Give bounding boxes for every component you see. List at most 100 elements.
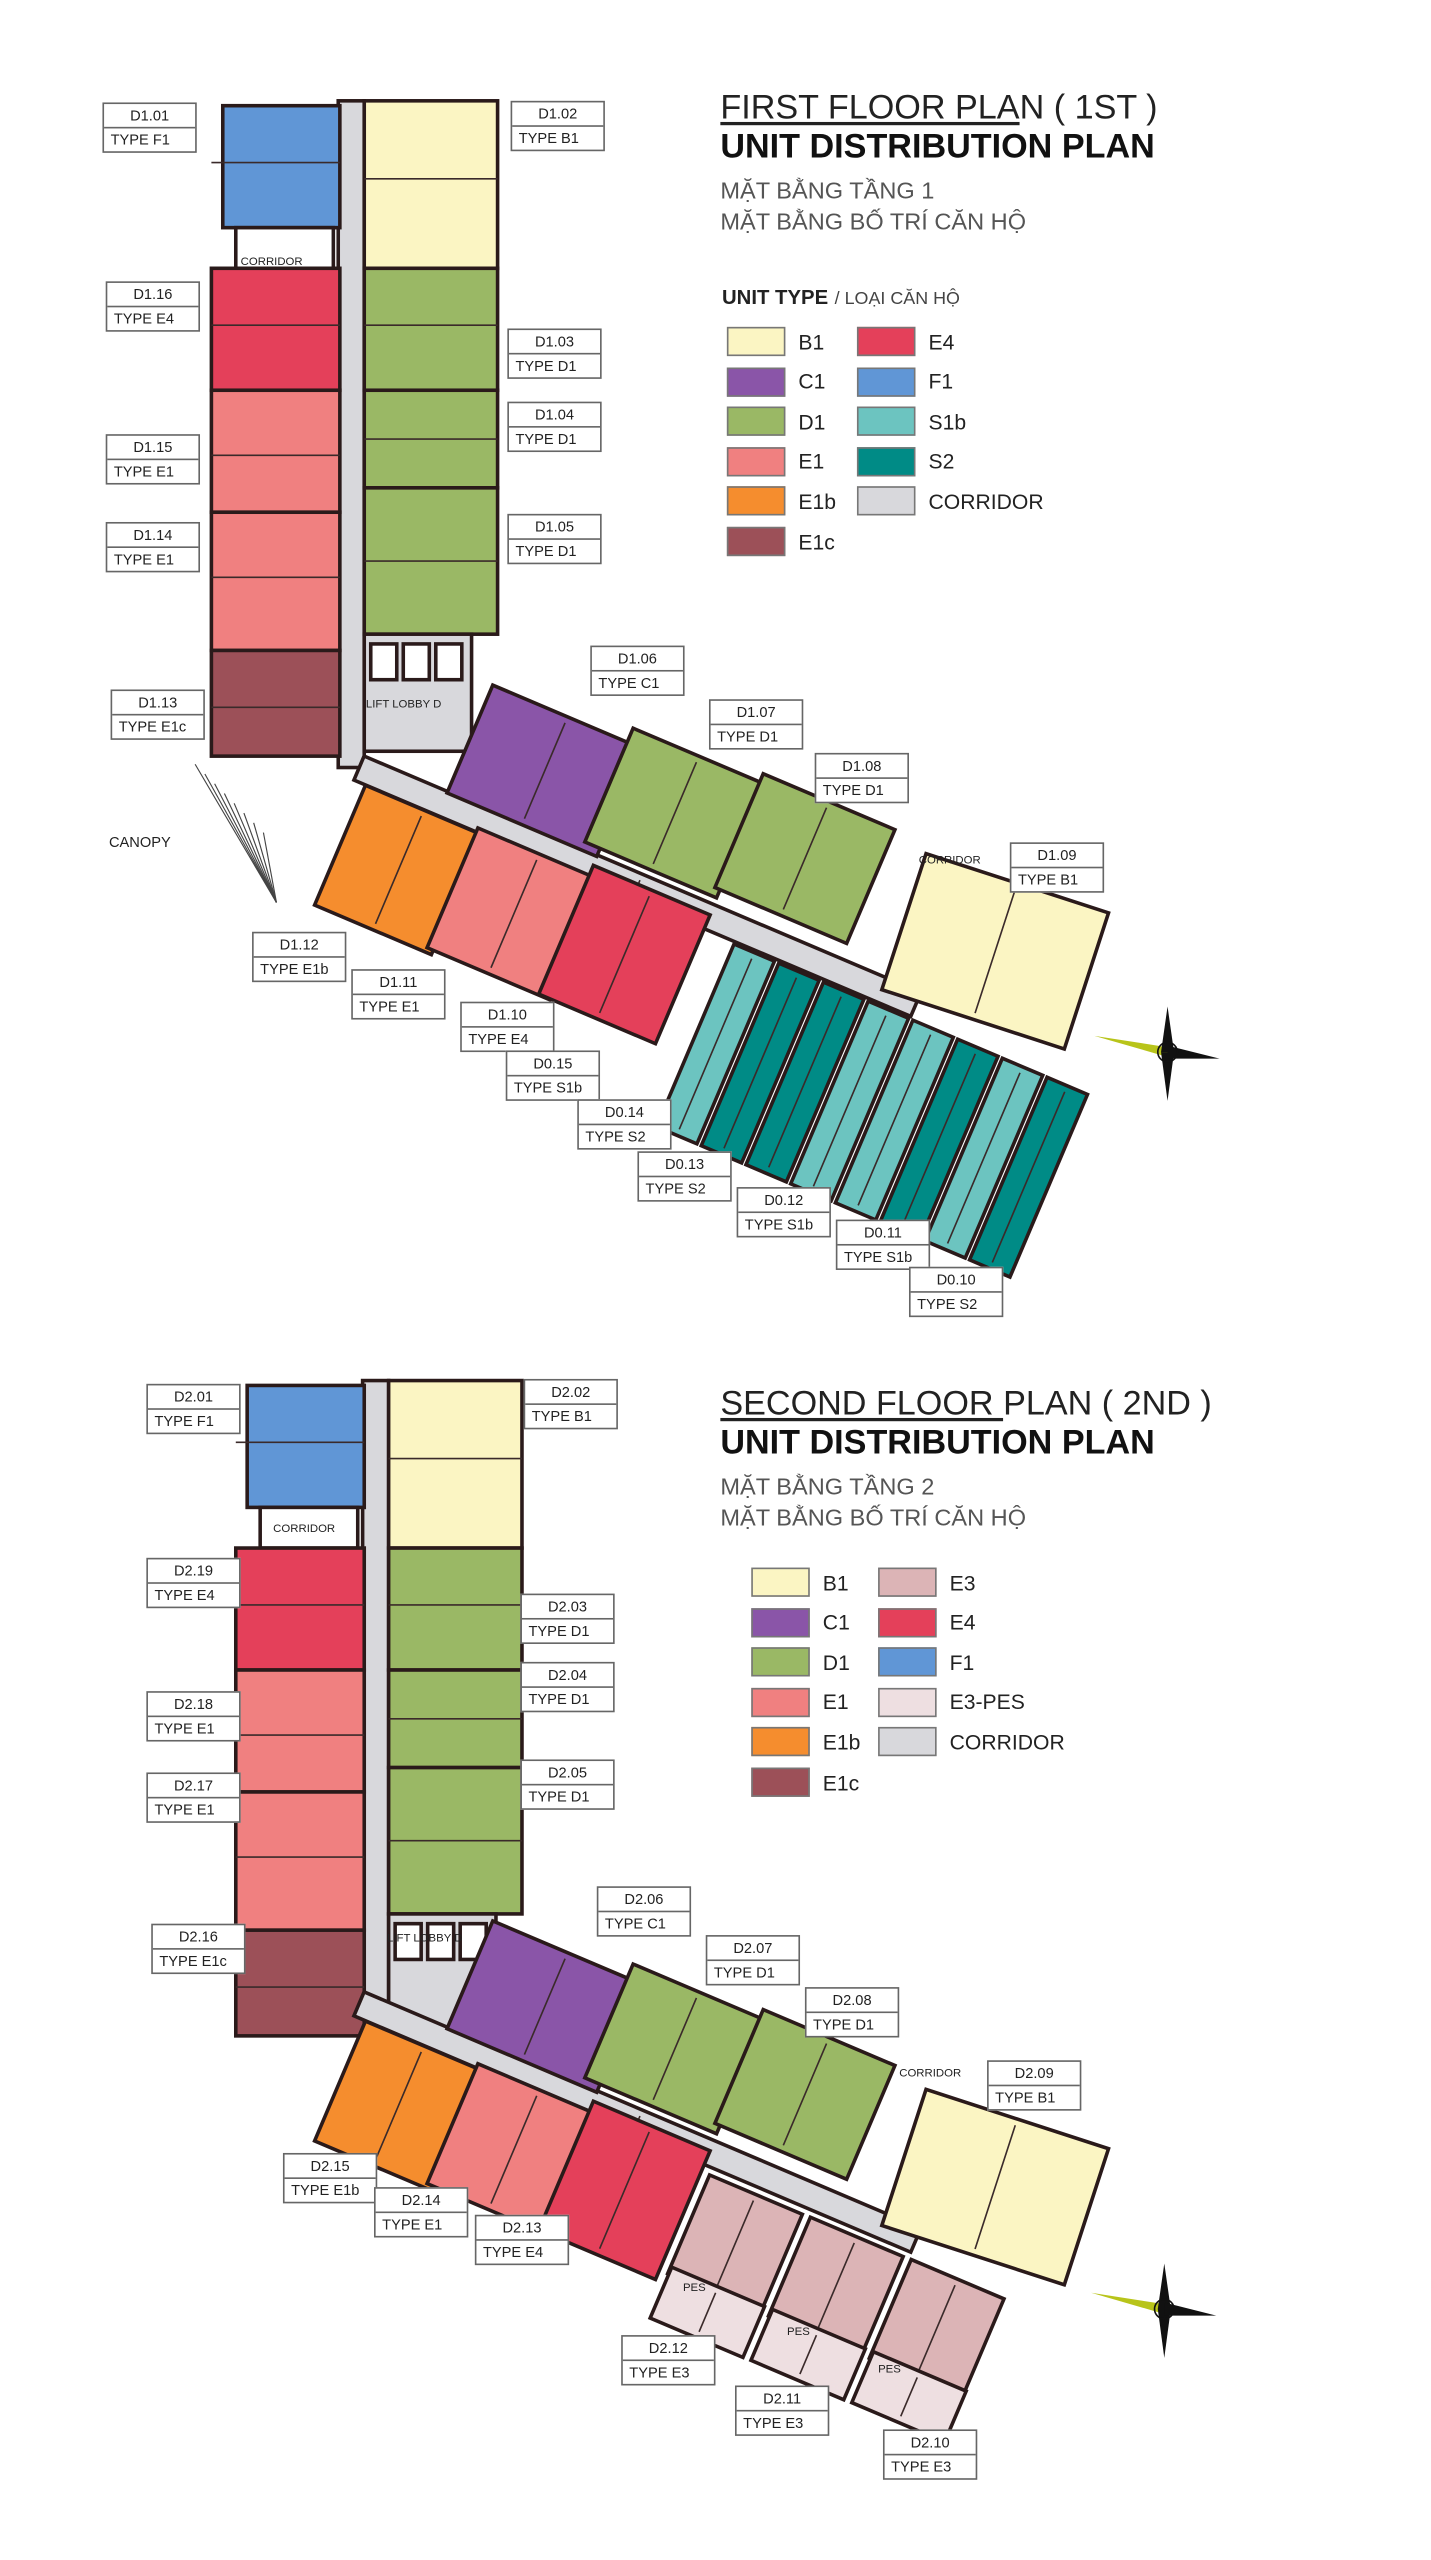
lift-shaft bbox=[393, 1921, 423, 1962]
room-wall bbox=[799, 2334, 818, 2375]
unit-type: TYPE E1 bbox=[359, 998, 420, 1015]
compass-arm bbox=[1161, 1006, 1175, 1053]
unit-D1 bbox=[386, 1546, 524, 1672]
canopy-hatch bbox=[233, 803, 277, 903]
legend-item-e4: E4 bbox=[878, 1607, 976, 1637]
room-wall bbox=[899, 2377, 918, 2417]
compass-arm bbox=[1157, 2263, 1171, 2310]
legend-swatch bbox=[878, 1647, 937, 1677]
unit-type: TYPE F1 bbox=[110, 131, 170, 148]
room-wall bbox=[490, 2095, 538, 2204]
room-wall bbox=[490, 859, 538, 969]
legend-item-e1b: E1b bbox=[726, 486, 836, 517]
legend-swatch bbox=[878, 1567, 937, 1597]
legend-label: D1 bbox=[798, 409, 826, 434]
unit-type: TYPE E1b bbox=[291, 2182, 360, 2199]
unit-type: TYPE B1 bbox=[995, 2089, 1056, 2106]
canopy-hatch bbox=[223, 793, 277, 903]
unit-id: D2.06 bbox=[598, 1888, 690, 1913]
legend-label: D1 bbox=[822, 1649, 850, 1675]
legend-item-corridor: CORRIDOR bbox=[878, 1727, 1065, 1757]
legend-item-s2: S2 bbox=[856, 446, 955, 477]
legend-label: S2 bbox=[928, 449, 955, 474]
unit-id: D1.01 bbox=[104, 104, 196, 129]
unit-type: TYPE D1 bbox=[528, 1788, 590, 1805]
legend-swatch bbox=[726, 366, 786, 397]
unit-id: D1.09 bbox=[1011, 844, 1103, 869]
legend-item-e1: E1 bbox=[726, 446, 824, 477]
unit-type: TYPE S2 bbox=[917, 1296, 978, 1313]
unit-id: D1.11 bbox=[352, 971, 444, 996]
room-wall bbox=[917, 2284, 956, 2373]
unit-type: TYPE D1 bbox=[515, 543, 577, 560]
compass-arm bbox=[1167, 1045, 1220, 1059]
compass-arm bbox=[1157, 2309, 1171, 2358]
canopy-hatch bbox=[253, 822, 277, 903]
legend-swatch bbox=[856, 326, 916, 357]
floor1-title-block: FIRST FLOOR PLAN ( 1ST ) UNIT DISTRIBUTI… bbox=[720, 89, 1157, 239]
lift-shaft bbox=[434, 642, 464, 682]
unit-id: D2.08 bbox=[806, 1989, 898, 2014]
unit-id: D2.05 bbox=[521, 1761, 614, 1786]
unit-id: D2.17 bbox=[147, 1774, 240, 1799]
floor2-title-block: SECOND FLOOR PLAN ( 2ND ) UNIT DISTRIBUT… bbox=[720, 1385, 1211, 1535]
unit-type: TYPE C1 bbox=[598, 674, 660, 692]
plan-note: LIFT LOBBY D bbox=[387, 1933, 463, 1945]
legend-label: C1 bbox=[798, 369, 826, 394]
room-wall bbox=[782, 2043, 828, 2146]
unit-type: TYPE E1c bbox=[159, 1952, 227, 1970]
legend-item-d1: D1 bbox=[751, 1647, 850, 1677]
unit-id: D1.03 bbox=[508, 330, 601, 355]
unit-E1 bbox=[209, 510, 342, 653]
legend-swatch bbox=[856, 406, 916, 437]
unit-id: D2.10 bbox=[884, 2431, 976, 2456]
plan-note: CORRIDOR bbox=[240, 256, 303, 269]
legend-swatch bbox=[878, 1727, 937, 1757]
corridor-vertical bbox=[336, 99, 367, 770]
unit-id: D0.10 bbox=[910, 1268, 1002, 1293]
legend-label: B1 bbox=[822, 1569, 849, 1595]
lift-shaft bbox=[401, 642, 432, 682]
unit-E1c bbox=[209, 648, 342, 758]
unit-E1 bbox=[209, 388, 342, 515]
plan-note: PES bbox=[682, 2283, 706, 2295]
unit-E1c bbox=[233, 1928, 367, 2038]
room-wall bbox=[946, 1072, 1021, 1244]
room-wall bbox=[974, 889, 1017, 1014]
unit-type: TYPE B1 bbox=[531, 1408, 592, 1425]
unit-id: D2.02 bbox=[525, 1381, 617, 1405]
plan-note: LIFT LOBBY D bbox=[365, 699, 442, 711]
legend-label: E3-PES bbox=[949, 1690, 1025, 1715]
lift-shaft bbox=[425, 1921, 456, 1962]
floor1-title: FIRST FLOOR PLAN ( 1ST ) bbox=[720, 89, 1157, 128]
room-wall bbox=[374, 2051, 423, 2161]
unit-id: D2.03 bbox=[521, 1595, 614, 1620]
legend-item-s1b: S1b bbox=[856, 406, 966, 437]
unit-id: D2.11 bbox=[736, 2387, 828, 2412]
legend-item-e4: E4 bbox=[856, 326, 954, 357]
legend-swatch bbox=[751, 1567, 810, 1597]
unit-type: TYPE D1 bbox=[528, 1691, 590, 1708]
stair-core bbox=[233, 225, 336, 271]
unit-id: D2.09 bbox=[988, 2062, 1080, 2087]
legend-swatch bbox=[726, 486, 786, 517]
unit-type: TYPE E1 bbox=[154, 1801, 215, 1818]
canopy-hatch bbox=[204, 773, 277, 903]
legend-swatch bbox=[856, 366, 916, 397]
unit-id: D1.13 bbox=[112, 691, 204, 716]
room-wall bbox=[715, 2200, 755, 2288]
floor2-title: SECOND FLOOR PLAN ( 2ND ) bbox=[720, 1385, 1211, 1424]
room-wall bbox=[857, 1034, 932, 1206]
